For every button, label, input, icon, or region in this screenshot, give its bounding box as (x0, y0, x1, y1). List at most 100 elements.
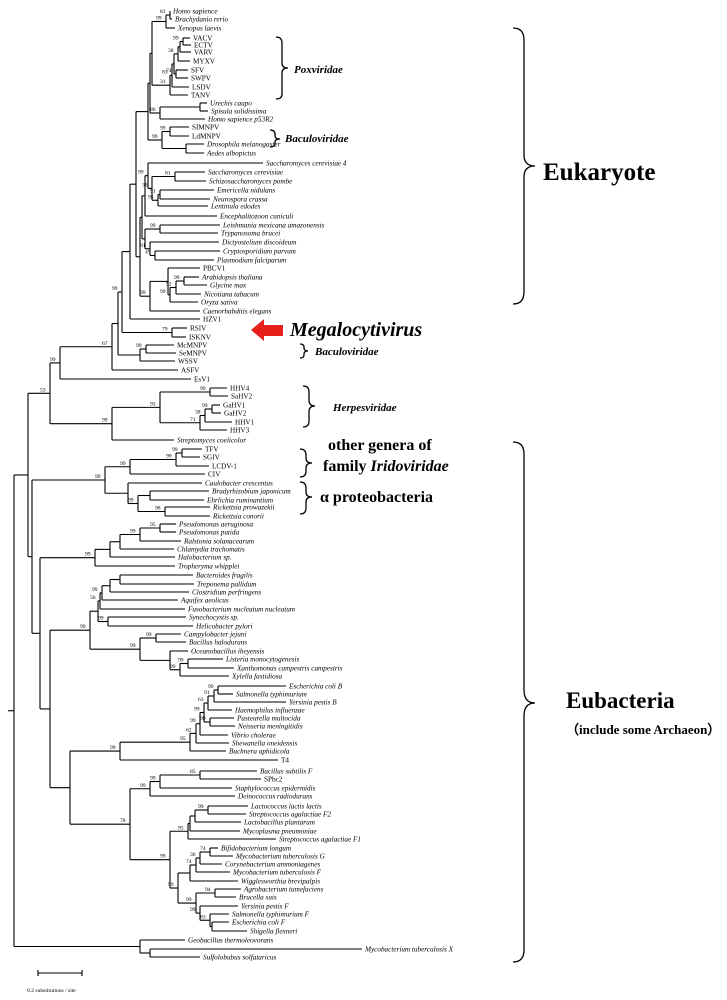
leaf-label: Neurospora crassa (212, 196, 268, 204)
leaf-label: Arabidopsis thaliana (201, 274, 263, 282)
leaf-label: RSIV (190, 325, 207, 333)
leaf-label: VACV (193, 35, 213, 43)
baculoviridae-brace-1 (269, 129, 281, 148)
leaf-label: Deinococcus radiodurans (237, 793, 313, 801)
bootstrap-value: 83 (162, 69, 168, 75)
bootstrap-value: 99 (200, 386, 206, 392)
bootstrap-value: 86 (150, 107, 156, 113)
bootstrap-value: 67 (102, 341, 108, 347)
bootstrap-value: 99 (92, 587, 98, 593)
bootstrap-value: 99 (128, 498, 134, 504)
bootstrap-value: 78 (120, 818, 126, 824)
leaf-label: Chlamydia trachomatis (177, 546, 245, 554)
bootstrap-value: 53 (40, 387, 46, 393)
leaf-label: Streptococcus agalactiae F1 (279, 836, 361, 844)
bootstrap-value: 99 (152, 134, 158, 140)
bootstrap-value: 99 (186, 897, 192, 903)
bootstrap-value: 95 (178, 825, 184, 831)
baculoviridae-label-1: Baculoviridae (284, 133, 349, 145)
leaf-label: Staphylococcus epidermidis (235, 785, 316, 793)
bootstrap-value: 99 (202, 403, 208, 409)
leaf-label: Bifidobacterium longum (221, 845, 291, 853)
bootstrap-value: 99 (150, 223, 156, 229)
bootstrap-value: 81 (160, 9, 166, 15)
bootstrap-value: 99 (178, 658, 184, 664)
leaf-label: LdMNPV (192, 133, 222, 141)
bootstrap-value: 99 (140, 783, 146, 789)
leaf-label: SIMNPV (192, 124, 220, 132)
iridoviridae-brace (299, 448, 313, 478)
leaf-label: MYXV (193, 58, 216, 66)
tree-branches (8, 11, 362, 958)
leaf-label: Streptomyces coelicolor (177, 437, 246, 445)
leaf-label: Lentinula edodes (210, 203, 261, 211)
herpesviridae-brace (302, 385, 316, 428)
leaf-label: Leishmania mexicana amazonensis (222, 222, 325, 230)
bootstrap-value: 93 (150, 401, 156, 407)
bootstrap-value: 95 (180, 736, 186, 742)
bootstrap-value: 99 (150, 776, 156, 782)
bootstrap-value: 99 (140, 290, 146, 296)
iridoviridae-label-line2: family Iridoviridae (323, 458, 449, 475)
leaf-label: HHV4 (230, 385, 250, 393)
leaf-label: HHV1 (235, 419, 255, 427)
leaf-label: Mycoplasma pneumoniae (242, 828, 317, 836)
leaf-label: McMNPV (177, 342, 208, 350)
leaf-label: Fusobacterium nucleatum nucleatum (187, 606, 295, 614)
bootstrap-value: 99 (80, 624, 86, 630)
leaf-label: T4 (281, 757, 289, 765)
leaf-label: Sulfolobubus solfataricus (203, 954, 276, 962)
leaf-label: GaHV1 (223, 402, 246, 410)
leaf-label: Drosophila melanogaster (206, 141, 281, 149)
bootstrap-value: 99 (200, 716, 206, 722)
leaf-label: Yersinia pestis F (241, 903, 289, 911)
baculoviridae-label-2: Baculoviridae (314, 346, 379, 358)
bootstrap-value: 98 (155, 506, 161, 512)
leaf-label: Xylella fastidiosa (231, 673, 283, 681)
leaf-label: ECTV (194, 42, 214, 50)
bootstrap-value: 38 (195, 410, 201, 416)
bootstrap-value: 99 (95, 474, 101, 480)
leaf-label: Caenorhabditis elegans (203, 308, 272, 316)
leaf-label: Brachydanio rerio (175, 16, 228, 24)
bootstrap-value: 99 (190, 907, 196, 913)
leaf-label: Saccharomyces cerevisiae (208, 169, 284, 177)
leaf-label: TANV (191, 92, 211, 100)
leaf-label: Encephalitozoon cuniculi (219, 213, 293, 221)
bootstrap-value: 63 (198, 697, 204, 703)
bootstrap-values: 8199993874833186999981919538999945919992… (40, 9, 214, 920)
proteobacteria-brace (299, 481, 313, 515)
leaf-label: Plasmodium falciparum (216, 257, 286, 265)
leaf-label: Shewanella oneidensis (232, 740, 297, 748)
bootstrap-value: 99 (120, 461, 126, 467)
leaf-label: Vibrio cholerae (231, 732, 277, 740)
leaf-label: Escherichia coli F (231, 919, 286, 927)
leaf-label: SPbc2 (264, 776, 283, 784)
leaf-label: Geobacillus thermoleovorans (188, 937, 273, 945)
bootstrap-value: 99 (170, 664, 176, 670)
leaf-label: Pasteurella multocida (236, 715, 301, 723)
bootstrap-value: 99 (112, 286, 118, 292)
bootstrap-value: 99 (98, 616, 104, 622)
scale-bar-label: 0.2 substitutions / site (27, 988, 76, 994)
leaf-label: Dictyostelium discoideum (221, 239, 296, 247)
herpesviridae-label: Herpesviridae (332, 402, 397, 414)
eukaryote-label: Eukaryote (543, 159, 656, 186)
leaf-label: Xanthomonas campestris campestris (236, 665, 343, 673)
iridoviridae-family: Iridoviridae (370, 458, 449, 475)
leaf-label: Emericella nidulans (216, 187, 275, 195)
leaf-label: Tropheryma whipplei (178, 563, 239, 571)
bootstrap-value: 99 (174, 275, 180, 281)
bootstrap-value: 99 (138, 170, 144, 176)
leaf-label: Mycobacterium tuberculosis X (364, 946, 454, 954)
leaf-label: Cryptosporidium parvum (223, 248, 296, 256)
bootstrap-value: 85 (190, 769, 196, 775)
bootstrap-value: 91 (140, 243, 146, 249)
leaf-label: SFV (191, 67, 205, 75)
leaf-label: Agrobacterium tumefaciens (243, 886, 324, 894)
leaf-label: Haemophilus influenzae (234, 707, 305, 715)
bootstrap-value: 99 (194, 707, 200, 713)
leaf-label: Shigella flexneri (250, 928, 297, 936)
leaf-label: Aedes albopictus (206, 150, 256, 158)
eukaryote-brace (512, 27, 536, 305)
